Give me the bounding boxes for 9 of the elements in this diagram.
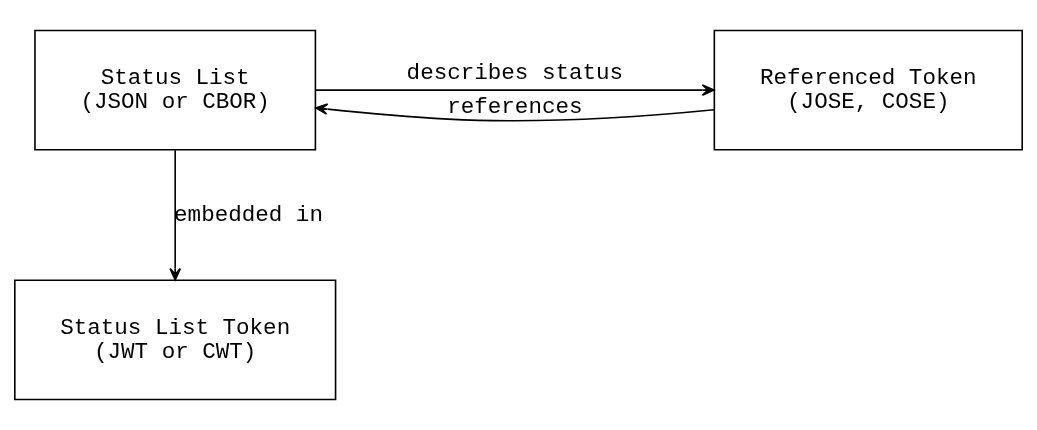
edge-label: describes status: [406, 60, 624, 87]
arrow: [314, 84, 715, 96]
node-box: Status List (JSON or CBOR): [34, 29, 317, 151]
edge-label: embedded in: [174, 201, 323, 228]
edge-label: references: [447, 93, 583, 120]
node-box: Status List Token (JWT or CWT): [14, 279, 337, 401]
arrow: [169, 149, 182, 281]
node-box: Referenced Token (JOSE, COSE): [713, 29, 1023, 151]
arrow: [315, 103, 715, 122]
